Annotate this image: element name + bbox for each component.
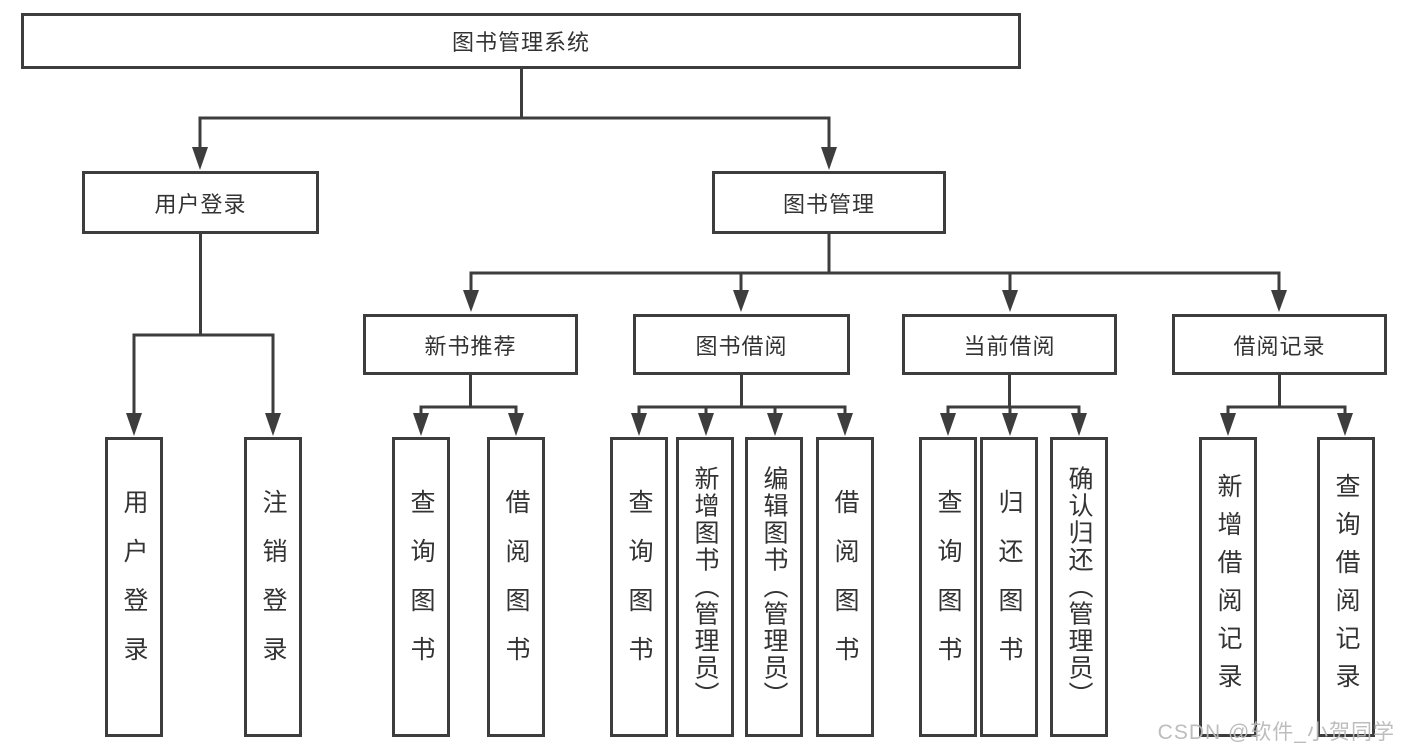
node-leaf-edit-book-admin-label: 编辑图书（管理员） <box>760 465 788 709</box>
node-user-login-label: 用户登录 <box>154 191 247 217</box>
node-leaf-confirm-return-admin-label: 确认归还（管理员） <box>1065 465 1093 709</box>
node-leaf-borrow-books-2: 借阅图书 <box>816 437 874 737</box>
node-current-borrow: 当前借阅 <box>902 314 1117 375</box>
node-book-borrow-label: 图书借阅 <box>695 333 788 359</box>
arrowhead-icon <box>631 413 647 436</box>
arrowhead-icon <box>192 147 208 170</box>
node-leaf-add-book-admin-label: 新增图书（管理员） <box>691 465 719 709</box>
node-book-management-label: 图书管理 <box>782 191 875 217</box>
node-leaf-return-books: 归还图书 <box>980 437 1038 737</box>
connector-current-borrow-branch <box>940 373 1087 436</box>
arrowhead-icon <box>508 413 524 436</box>
arrowhead-icon <box>733 290 749 312</box>
arrowhead-icon <box>463 290 479 312</box>
connector-new-book-branch <box>413 373 524 436</box>
arrowhead-icon <box>940 413 956 436</box>
node-leaf-add-book-admin: 新增图书（管理员） <box>676 437 734 737</box>
node-leaf-logout-label: 注销登录 <box>259 489 287 685</box>
node-leaf-edit-book-admin: 编辑图书（管理员） <box>745 437 803 737</box>
node-library-system: 图书管理系统 <box>21 13 1021 69</box>
connector-user-login-branch <box>126 232 281 436</box>
node-leaf-borrow-books-2-label: 借阅图书 <box>831 489 859 685</box>
node-leaf-query-books-1: 查询图书 <box>392 437 450 737</box>
node-book-borrow: 图书借阅 <box>633 314 850 375</box>
node-leaf-add-borrow-record: 新增借阅记录 <box>1199 437 1257 737</box>
arrowhead-icon <box>265 413 281 436</box>
node-borrow-record-label: 借阅记录 <box>1233 333 1326 359</box>
arrowhead-icon <box>413 413 429 436</box>
node-leaf-add-borrow-record-label: 新增借阅记录 <box>1214 473 1242 701</box>
connector-book-borrow-branch <box>631 373 853 436</box>
node-leaf-logout: 注销登录 <box>244 437 302 737</box>
connector-root-to-level2 <box>192 67 837 170</box>
connector-borrow-record-branch <box>1220 373 1353 436</box>
node-leaf-user-login: 用户登录 <box>105 437 163 737</box>
arrowhead-icon <box>837 413 853 436</box>
node-book-management: 图书管理 <box>712 171 946 234</box>
node-new-book-recommend-label: 新书推荐 <box>424 333 517 359</box>
node-leaf-user-login-label: 用户登录 <box>120 489 148 685</box>
arrowhead-icon <box>126 413 142 436</box>
node-new-book-recommend: 新书推荐 <box>363 314 578 375</box>
node-borrow-record: 借阅记录 <box>1172 314 1387 375</box>
node-leaf-query-borrow-record: 查询借阅记录 <box>1317 437 1375 737</box>
node-user-login: 用户登录 <box>82 171 319 234</box>
arrowhead-icon <box>1271 290 1287 312</box>
node-leaf-query-borrow-record-label: 查询借阅记录 <box>1332 473 1360 701</box>
arrowhead-icon <box>1337 413 1353 436</box>
node-leaf-query-books-2: 查询图书 <box>610 437 668 737</box>
arrowhead-icon <box>1002 413 1018 436</box>
arrowhead-icon <box>1002 290 1018 312</box>
node-leaf-query-books-3-label: 查询图书 <box>934 489 962 685</box>
arrowhead-icon <box>698 413 714 436</box>
arrowhead-icon <box>1071 413 1087 436</box>
node-leaf-query-books-1-label: 查询图书 <box>407 489 435 685</box>
arrowhead-icon <box>1220 413 1236 436</box>
node-leaf-return-books-label: 归还图书 <box>995 489 1023 685</box>
node-leaf-query-books-2-label: 查询图书 <box>625 489 653 685</box>
node-leaf-query-books-3: 查询图书 <box>919 437 977 737</box>
arrowhead-icon <box>821 147 837 170</box>
connector-book-mgmt-branch <box>463 232 1287 312</box>
arrowhead-icon <box>767 413 783 436</box>
node-library-system-label: 图书管理系统 <box>451 30 590 55</box>
node-leaf-borrow-books-1-label: 借阅图书 <box>502 489 530 685</box>
node-current-borrow-label: 当前借阅 <box>963 333 1056 359</box>
node-leaf-borrow-books-1: 借阅图书 <box>487 437 545 737</box>
node-leaf-confirm-return-admin: 确认归还（管理员） <box>1050 437 1108 737</box>
csdn-watermark: CSDN @软件_小贺同学 <box>1157 721 1395 744</box>
